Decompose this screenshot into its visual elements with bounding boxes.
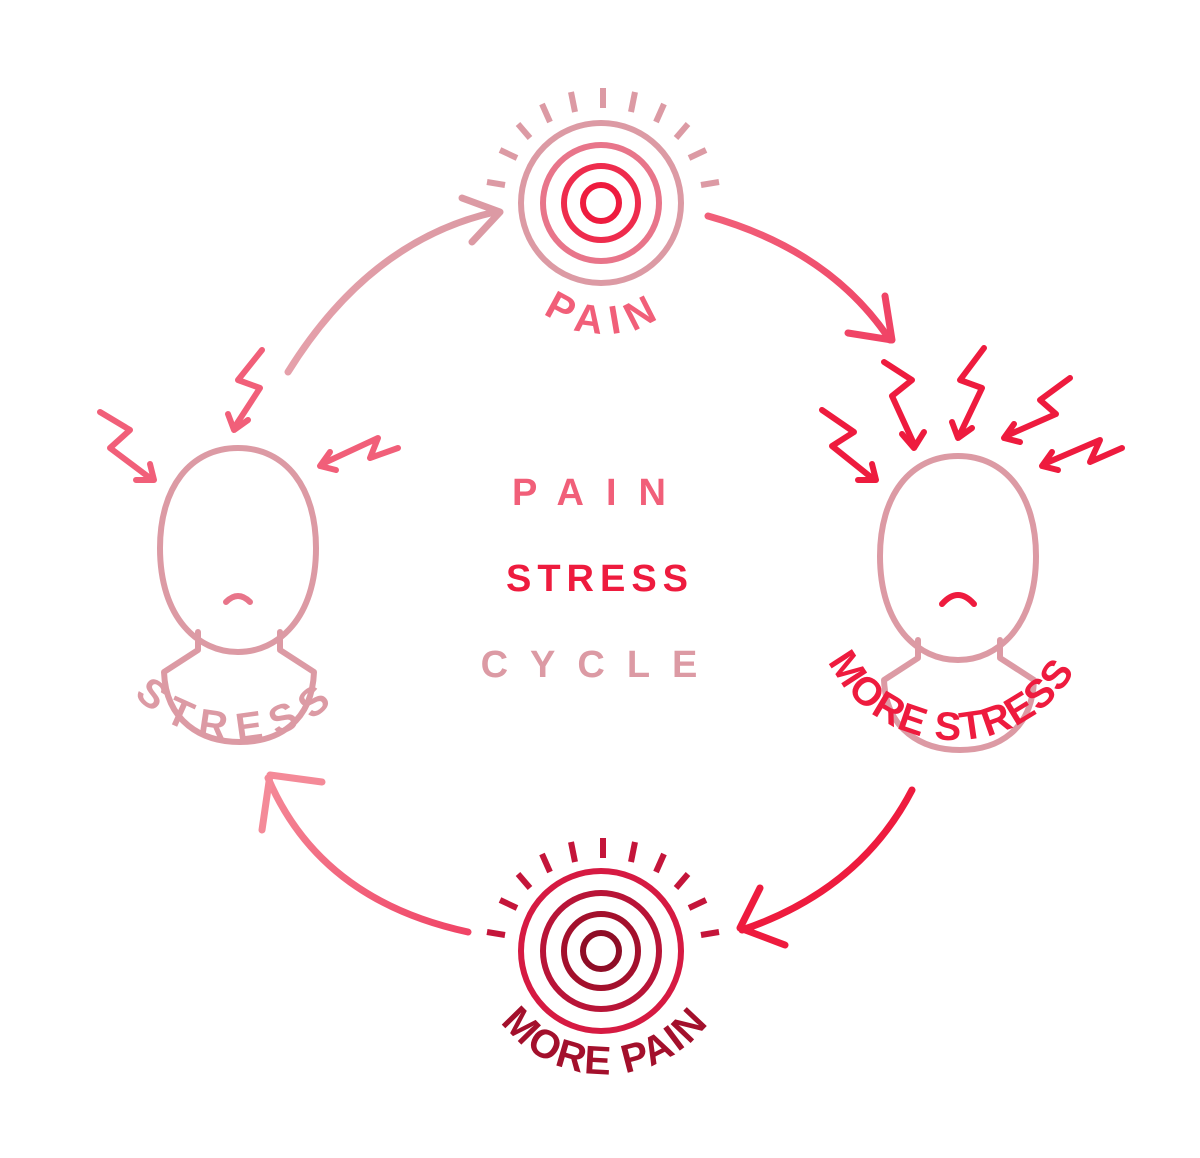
lightning-bolt-icon <box>317 435 401 473</box>
center-title-line-2: STRESS <box>505 558 695 600</box>
lightning-bolt-icon <box>819 407 879 483</box>
lightning-bolt-icon <box>225 347 265 433</box>
node-label-stress: STRESS <box>128 669 348 751</box>
lightning-bolt-icon <box>949 345 987 441</box>
cycle-arrow-icon <box>258 771 472 936</box>
cycle-arrow-icon <box>284 194 504 376</box>
lightning-bolt-icon <box>1001 375 1073 445</box>
lightning-bolt-icon <box>1039 437 1125 473</box>
lightning-bolt-icon <box>97 409 157 483</box>
stressed-head-icon <box>157 445 319 745</box>
node-label-pain: PAIN <box>538 283 671 344</box>
center-title-line-1: PAIN <box>512 472 688 514</box>
cycle-arrow-icon <box>736 786 916 949</box>
center-title-line-3: CYCLE <box>480 644 720 686</box>
stressed-head-icon <box>877 453 1039 753</box>
lightning-bolt-icon <box>881 359 927 451</box>
cycle-arrow-icon <box>704 212 896 344</box>
pain-target-icon <box>486 88 720 286</box>
pain-target-icon <box>486 838 720 1034</box>
